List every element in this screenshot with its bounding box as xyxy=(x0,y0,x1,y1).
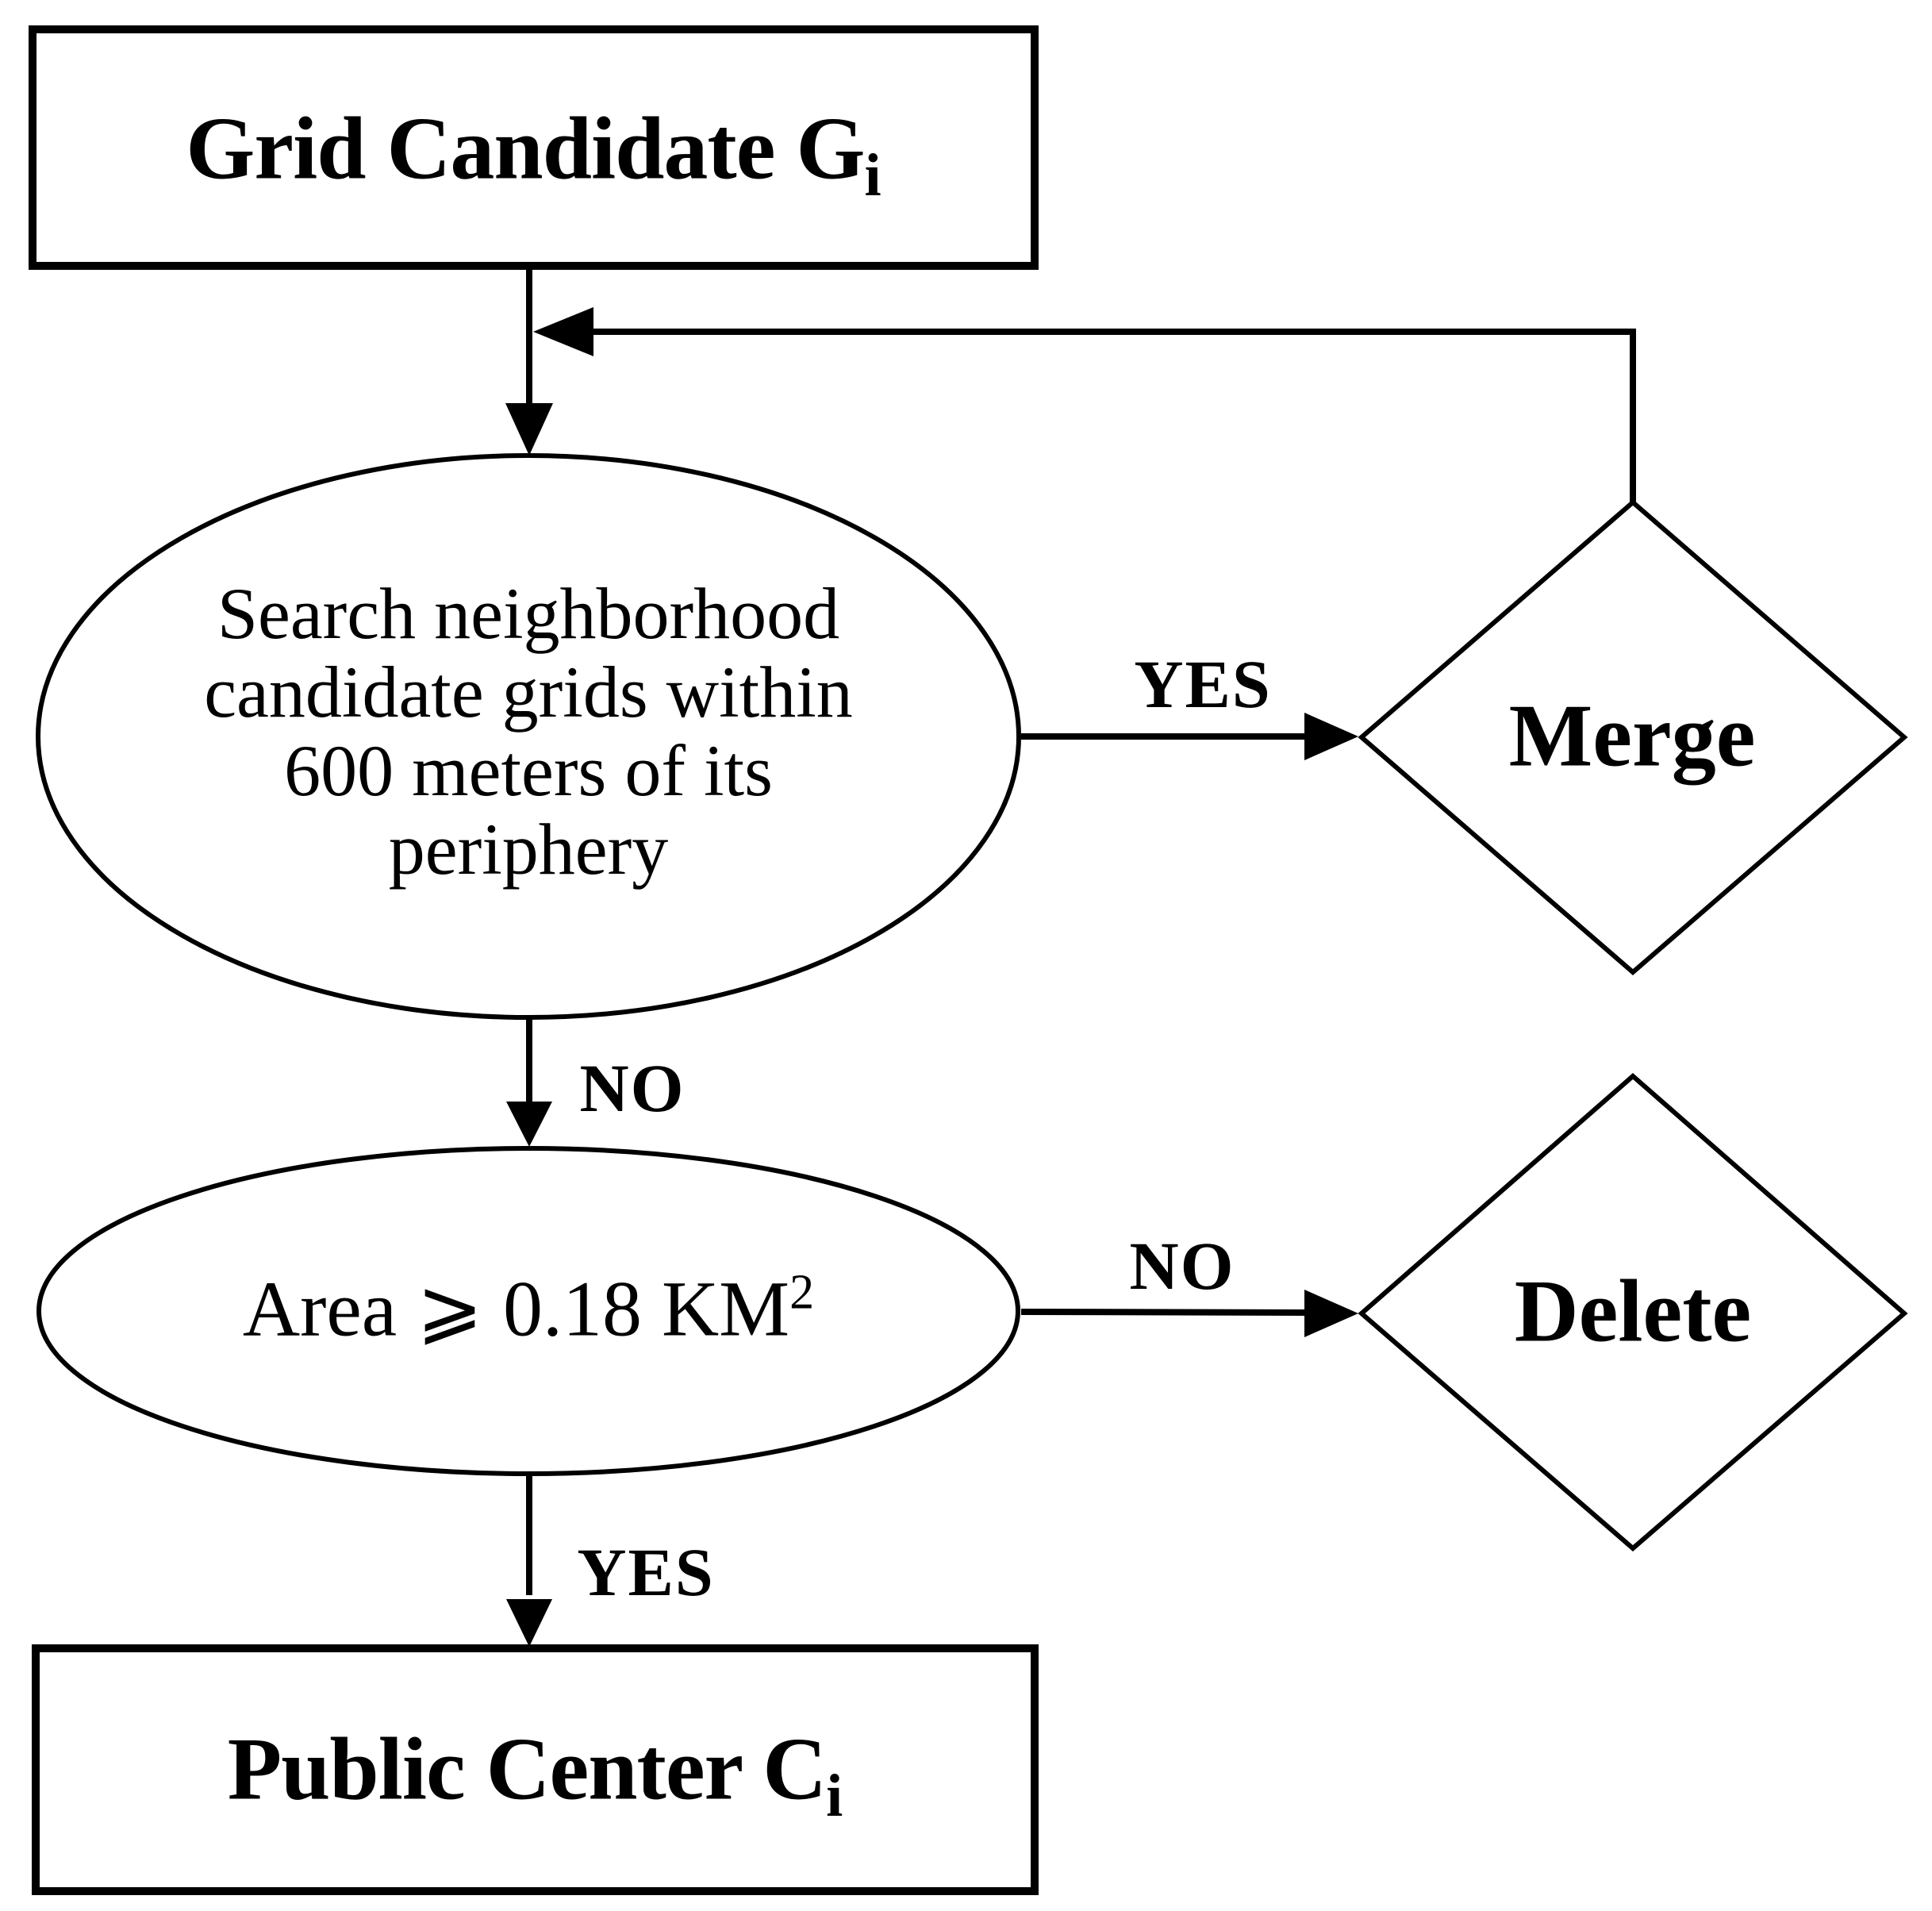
grid-candidate-label-subscript: i xyxy=(864,141,881,209)
area-ellipse-label-superscript: 2 xyxy=(789,1265,815,1320)
edge-area-to-delete xyxy=(1020,1309,1310,1316)
search-ellipse-label-line2: candidate grids within xyxy=(204,652,853,732)
public-center-label: Public Center Ci xyxy=(227,1719,843,1826)
edge-label-yes-merge: YES xyxy=(1134,646,1272,722)
arrowhead-right-into-merge xyxy=(1304,713,1358,760)
edge-label-yes-public-center: YES xyxy=(577,1534,715,1610)
grid-candidate-label: Grid Candidate Gi xyxy=(186,98,881,206)
node-delete-diamond xyxy=(1358,1073,1908,1551)
grid-candidate-label-main: Grid Candidate G xyxy=(186,99,865,198)
delete-diamond-label: Delete xyxy=(1514,1262,1752,1361)
public-center-label-subscript: i xyxy=(826,1762,843,1829)
search-ellipse-label-line4: periphery xyxy=(388,809,669,890)
search-ellipse-label-line1: Search neighborhood xyxy=(217,573,840,654)
arrowhead-left-loopback xyxy=(533,307,593,356)
node-public-center-box xyxy=(32,1644,1039,1895)
node-search-ellipse xyxy=(36,453,1021,1020)
arrowhead-down-into-public-center xyxy=(506,1599,552,1647)
edge-label-no-area: NO xyxy=(579,1050,686,1126)
node-grid-candidate-box xyxy=(29,25,1039,270)
area-ellipse-label: Area ⩾ 0.18 KM2 xyxy=(243,1262,814,1355)
arrowhead-right-into-delete xyxy=(1304,1290,1358,1337)
public-center-label-main: Public Center C xyxy=(227,1720,827,1819)
area-ellipse-label-main: Area ⩾ 0.18 KM xyxy=(242,1264,790,1353)
arrowhead-down-into-area xyxy=(506,1102,552,1147)
search-ellipse-label: Search neighborhood candidate grids with… xyxy=(204,575,853,889)
search-ellipse-label-line3: 600 meters of its xyxy=(284,730,773,811)
arrowhead-down-into-search xyxy=(505,403,553,456)
merge-diamond-label: Merge xyxy=(1508,686,1756,786)
node-area-ellipse xyxy=(36,1146,1020,1476)
edge-label-no-delete: NO xyxy=(1129,1228,1235,1304)
edge-merge-loopback xyxy=(593,329,1636,502)
node-merge-diamond xyxy=(1358,499,1908,975)
